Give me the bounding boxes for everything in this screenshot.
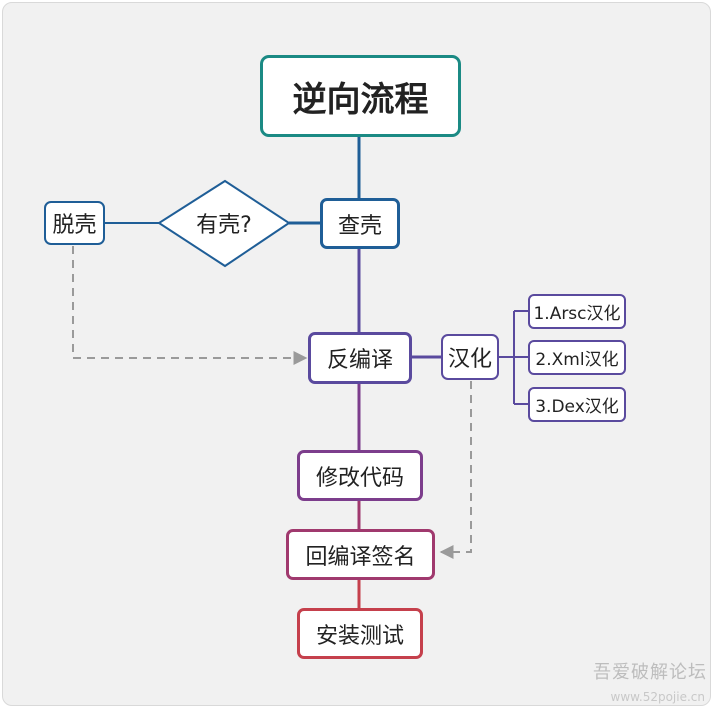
node-localize: 汉化 (441, 334, 499, 380)
watermark-url: www.52pojie.cn (610, 690, 705, 704)
node-decompile: 反编译 (308, 332, 412, 384)
dashed-edge-unpack-to-decompile (72, 246, 308, 365)
node-check-shell: 查壳 (320, 198, 400, 249)
decision-diamond (157, 179, 291, 268)
watermark-text: 吾爱破解论坛 (593, 662, 707, 683)
node-modify-code: 修改代码 (297, 450, 423, 501)
node-has-shell-label: 有壳? (196, 213, 252, 238)
node-title: 逆向流程 (260, 55, 461, 137)
dashed-edge-localize-to-recompile (439, 381, 472, 559)
node-recompile-sign: 回编译签名 (286, 529, 435, 580)
node-localize-dex: 3.Dex汉化 (528, 387, 626, 422)
node-unpack: 脱壳 (44, 201, 105, 245)
node-localize-xml: 2.Xml汉化 (528, 340, 626, 375)
node-install-test: 安装测试 (297, 608, 423, 659)
node-localize-arsc: 1.Arsc汉化 (528, 294, 626, 329)
